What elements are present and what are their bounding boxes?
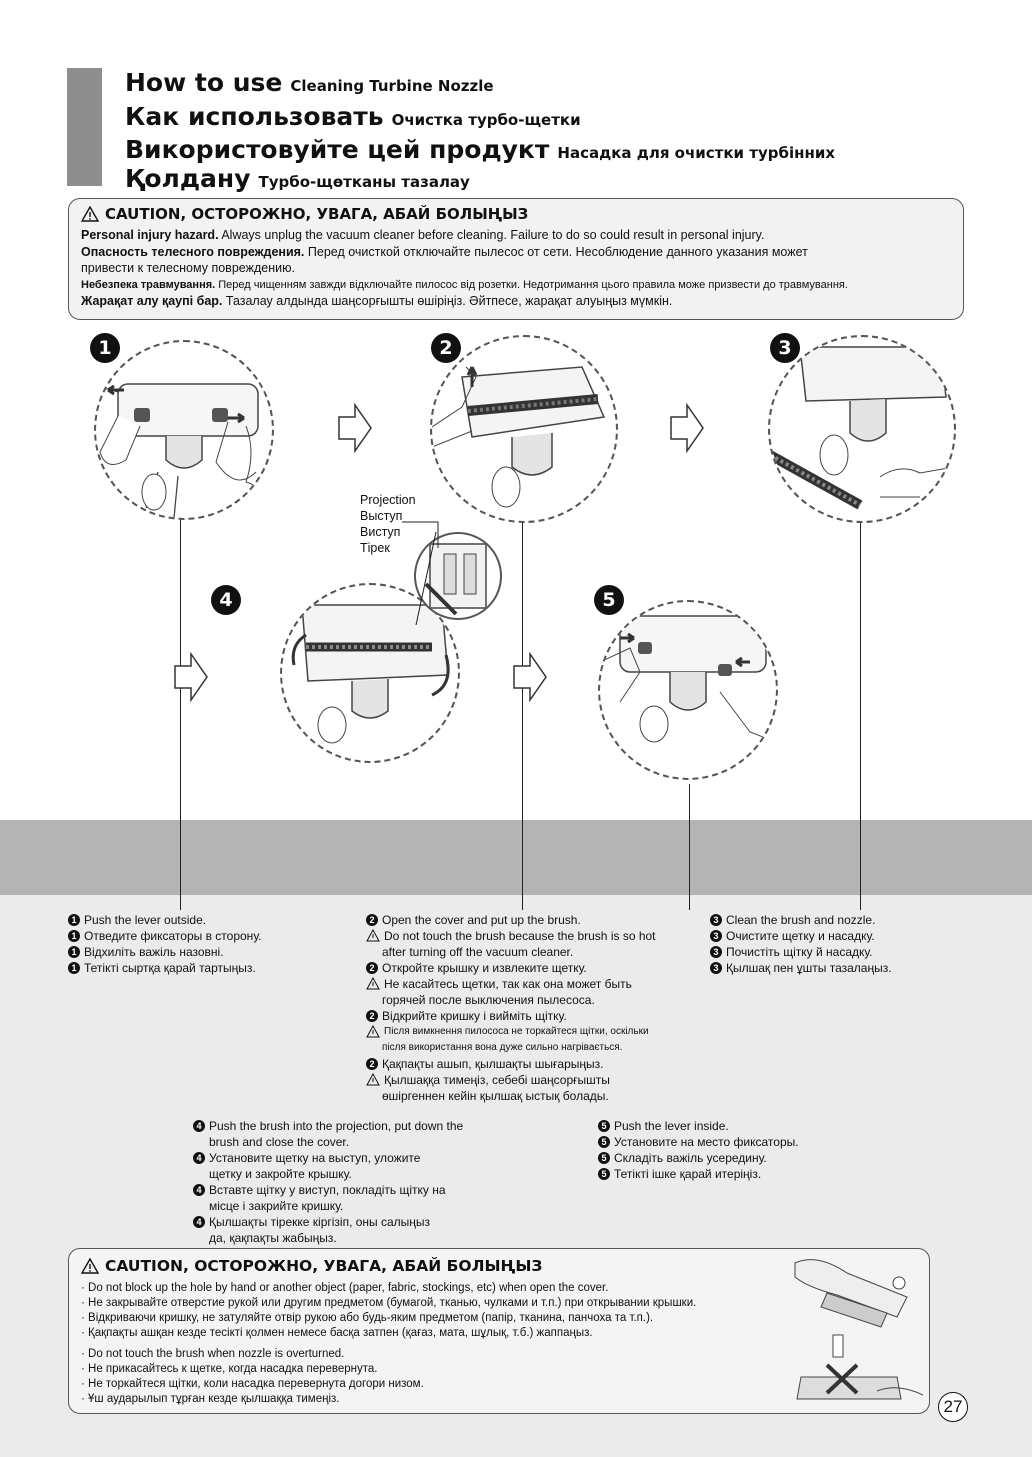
projection-zoom-illustration — [414, 532, 502, 620]
next-arrow-2 — [670, 403, 704, 453]
caution-box-top: CAUTION, ОСТОРОЖНО, УВАГА, АБАЙ БОЛЫҢЫЗ … — [68, 198, 964, 320]
warning-icon — [366, 1073, 380, 1086]
step-number-5: 5 — [594, 585, 624, 615]
caution-title-top: CAUTION, ОСТОРОЖНО, УВАГА, АБАЙ БОЛЫҢЫЗ — [81, 205, 951, 223]
projection-label: Projection Выступ Виступ Тірек — [360, 493, 416, 555]
caution-group-2: · Do not touch the brush when nozzle is … — [81, 1348, 424, 1405]
step-1-illustration — [94, 340, 274, 520]
warning-icon — [81, 206, 99, 222]
nozzle-close-illustration — [600, 615, 776, 743]
header-side-bar — [67, 68, 102, 186]
projection-label-pointer — [402, 521, 439, 548]
step-number-3: 3 — [770, 333, 800, 363]
caution-line-en: Personal injury hazard. Always unplug th… — [81, 228, 765, 242]
nozzle-open-illustration — [432, 366, 606, 508]
connector-line-1 — [180, 515, 181, 910]
caution-line-ru: Опасность телесного повреждения. Перед о… — [81, 244, 808, 259]
caution-title-bottom: CAUTION, ОСТОРОЖНО, УВАГА, АБАЙ БОЛЫҢЫЗ — [81, 1257, 917, 1275]
step-4-illustration — [280, 583, 460, 763]
connector-line-3 — [860, 515, 861, 910]
caution-line-ru-2: привести к телесному повреждению. — [81, 261, 295, 275]
warning-icon — [366, 977, 380, 990]
gray-band — [0, 820, 1032, 895]
connector-line-2 — [522, 515, 523, 910]
next-arrow-3 — [174, 652, 208, 702]
step-2-illustration — [430, 335, 618, 523]
warning-icon — [366, 1025, 380, 1038]
next-arrow-1 — [338, 403, 372, 453]
nozzle-illustration — [96, 383, 272, 518]
step-5-illustration — [598, 600, 778, 780]
caution-illustration — [794, 1259, 923, 1400]
warning-icon — [366, 929, 380, 942]
step-number-4: 4 — [211, 585, 241, 615]
caution-line-kk: Жарақат алу қаупі бар. Тазалау алдында ш… — [81, 294, 673, 308]
brush-cleaning-illustration — [770, 346, 954, 510]
step-number-2: 2 — [431, 333, 461, 363]
next-arrow-4 — [513, 652, 547, 702]
caution-line-uk: Небезпека травмування. Перед чищенням за… — [81, 278, 848, 291]
step-number-1: 1 — [90, 333, 120, 363]
caution-group-1: · Do not block up the hole by hand or an… — [81, 1282, 697, 1339]
caution-box-bottom: CAUTION, ОСТОРОЖНО, УВАГА, АБАЙ БОЛЫҢЫЗ … — [68, 1248, 930, 1414]
page-number: 27 — [938, 1392, 968, 1422]
step-3-illustration — [768, 335, 956, 523]
projection-pointer — [415, 531, 437, 626]
warning-icon — [81, 1258, 99, 1274]
brush-insert-illustration — [291, 604, 450, 744]
connector-line-5 — [689, 784, 690, 910]
